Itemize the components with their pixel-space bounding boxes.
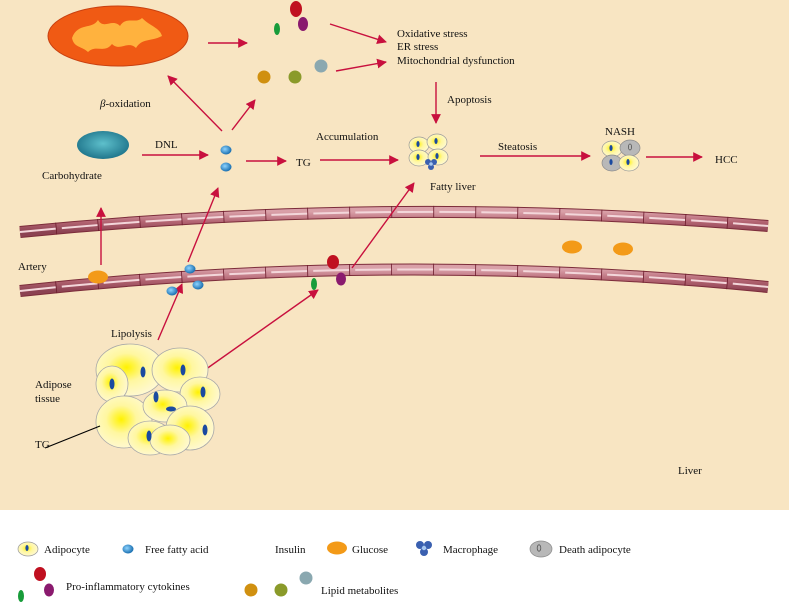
label-tg-adipose: TG: [35, 439, 50, 451]
legend-adipocyte-icon: [17, 541, 39, 557]
label-mito-dysfunction: Mitochondrial dysfunction: [397, 55, 515, 67]
legend-lipid-metabolites-label: Lipid metabolites: [321, 585, 398, 597]
legend-ffa-label: Free fatty acid: [145, 544, 209, 556]
arrow-metabolites-to-stress: [335, 58, 387, 72]
arrow-ffa-to-metabolites: [231, 99, 256, 131]
label-hcc: HCC: [715, 154, 738, 166]
legend-lipid-metabolites-icon: [244, 571, 313, 597]
glucose-in-artery-2: [562, 240, 582, 254]
cytokines-artery: [311, 255, 346, 290]
label-beta-oxidation: β-oxidation: [99, 98, 151, 110]
label-tissue: tissue: [35, 393, 60, 405]
label-adipose: Adipose: [35, 379, 72, 391]
arrow-beta-oxidation: [167, 75, 223, 132]
label-artery: Artery: [18, 261, 47, 273]
legend-death-adipocyte-label: Death adipocyte: [559, 544, 631, 556]
legend: Adipocyte Free fatty acid Insulin Glucos…: [17, 540, 631, 602]
label-tg: TG: [296, 157, 311, 169]
legend-insulin-label: Insulin: [275, 544, 306, 556]
legend-macrophage-label: Macrophage: [443, 544, 498, 556]
adipose-tissue-cluster: [44, 343, 221, 456]
arrows: [96, 23, 703, 373]
mitochondrion: [47, 5, 189, 67]
label-oxidative-stress: Oxidative stress: [397, 28, 468, 40]
arrow-cytokines-to-liver: [351, 182, 415, 269]
arrow-cytokines-to-stress: [329, 23, 387, 44]
tg-pointer-line: [44, 425, 101, 449]
arrow-lipolysis: [157, 283, 184, 341]
arrow-adipose-to-artery: [201, 289, 319, 373]
artery-bottom-wall: [19, 263, 769, 297]
glucose-in-artery: [88, 270, 108, 284]
carbohydrate-icon: [77, 131, 129, 159]
legend-glucose-icon: [327, 541, 347, 555]
arrow-ffa-up: [187, 187, 220, 263]
label-fatty-liver: Fatty liver: [430, 181, 476, 193]
nash-cells: [601, 139, 641, 172]
artery-top-wall: [19, 205, 769, 238]
free-fatty-acids-artery: [166, 264, 204, 296]
label-lipolysis: Lipolysis: [111, 328, 152, 340]
legend-ffa-icon: [122, 544, 134, 554]
label-beta-symbol: β: [99, 98, 106, 110]
glucose-in-artery-3: [613, 242, 633, 256]
label-dnl: DNL: [155, 139, 178, 151]
label-steatosis: Steatosis: [498, 141, 537, 153]
fatty-liver-cells: [408, 133, 449, 170]
adipose-nuclei: [109, 364, 208, 442]
legend-death-adipocyte-icon: [529, 540, 553, 558]
label-liver: Liver: [678, 465, 702, 477]
legend-cytokines-label: Pro-inflammatory cytokines: [66, 581, 190, 593]
label-carbohydrate: Carbohydrate: [42, 170, 102, 182]
legend-adipocyte-label: Adipocyte: [44, 544, 90, 556]
legend-glucose-label: Glucose: [352, 544, 388, 556]
legend-macrophage-icon: [416, 541, 432, 556]
label-beta-suffix: -oxidation: [105, 98, 151, 110]
macrophage-in-liver: [425, 159, 437, 170]
cytokines-top: [274, 1, 308, 35]
label-nash: NASH: [605, 126, 635, 138]
label-er-stress: ER stress: [397, 41, 438, 53]
legend-background: [0, 510, 789, 604]
free-fatty-acids-dnl: [220, 145, 232, 172]
lipid-metabolites-top: [257, 59, 328, 84]
legend-cytokines-icon: [18, 567, 54, 602]
label-accumulation: Accumulation: [316, 131, 379, 143]
label-apoptosis: Apoptosis: [447, 94, 492, 106]
